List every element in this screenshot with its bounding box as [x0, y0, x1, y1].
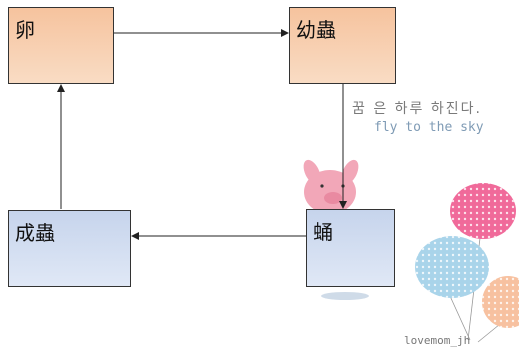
node-pupa: 蛹 [306, 209, 395, 287]
node-adult: 成蟲 [8, 210, 131, 287]
credit-text: lovemom_jh [404, 334, 471, 347]
node-larva-label: 幼蟲 [296, 18, 336, 42]
tagline-korean: 꿈 은 하루 하진다. [352, 101, 482, 117]
node-egg: 卵 [8, 7, 114, 84]
node-pupa-label: 蛹 [313, 220, 333, 244]
node-adult-label: 成蟲 [15, 221, 55, 245]
node-larva: 幼蟲 [289, 7, 396, 84]
tagline-english: fly to the sky [374, 120, 484, 135]
balloons-illustration [415, 183, 519, 343]
node-egg-label: 卵 [15, 18, 35, 42]
